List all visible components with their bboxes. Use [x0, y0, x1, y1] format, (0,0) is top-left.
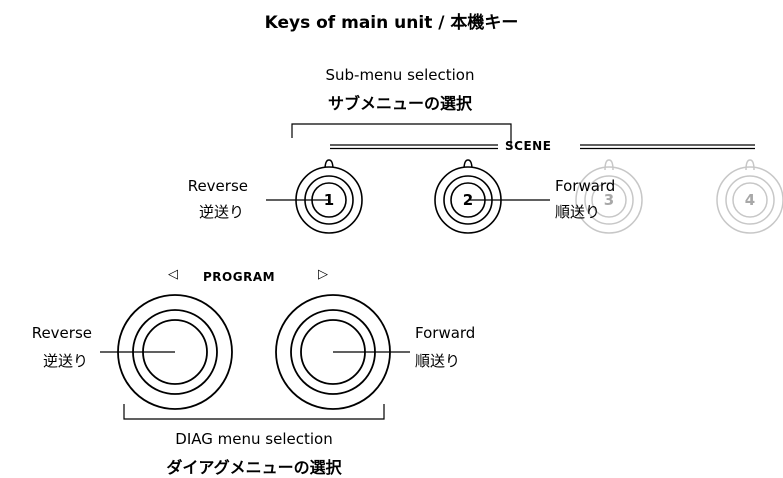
submenu-label-ja: サブメニューの選択	[327, 94, 472, 113]
scene-key-1-number: 1	[323, 191, 335, 209]
program-right-arrow-icon: ▷	[318, 267, 328, 282]
scene-forward-label-ja: 順送り	[555, 203, 601, 221]
scene-reverse-label-en: Reverse	[187, 177, 248, 195]
scene-key-2-number: 2	[462, 191, 474, 209]
program-label: PROGRAM	[203, 270, 276, 284]
scene-key-3	[575, 159, 643, 234]
program-forward-label-ja: 順送り	[415, 352, 461, 370]
submenu-label-en: Sub-menu selection	[325, 66, 475, 84]
diag-label-en: DIAG menu selection	[175, 430, 333, 448]
scene-key-4	[716, 159, 783, 234]
diag-bracket	[123, 404, 385, 420]
program-reverse-label-en: Reverse	[31, 324, 92, 342]
submenu-bracket	[291, 123, 512, 145]
scene-reverse-label-ja: 逆送り	[198, 203, 244, 221]
scene-forward-label-en: Forward	[555, 177, 616, 195]
scene-line	[330, 144, 755, 150]
scene-key-4-number: 4	[744, 191, 756, 209]
diagram-title: Keys of main unit / 本機キー	[264, 13, 519, 33]
program-key-forward	[275, 294, 391, 410]
program-forward-label-en: Forward	[415, 324, 476, 342]
diag-label-ja: ダイアグメニューの選択	[166, 458, 342, 477]
program-left-arrow-icon: ◁	[168, 267, 178, 282]
program-reverse-label-ja: 逆送り	[42, 352, 88, 370]
scene-label: SCENE	[505, 139, 552, 153]
scene-key-3-number: 3	[603, 191, 615, 209]
